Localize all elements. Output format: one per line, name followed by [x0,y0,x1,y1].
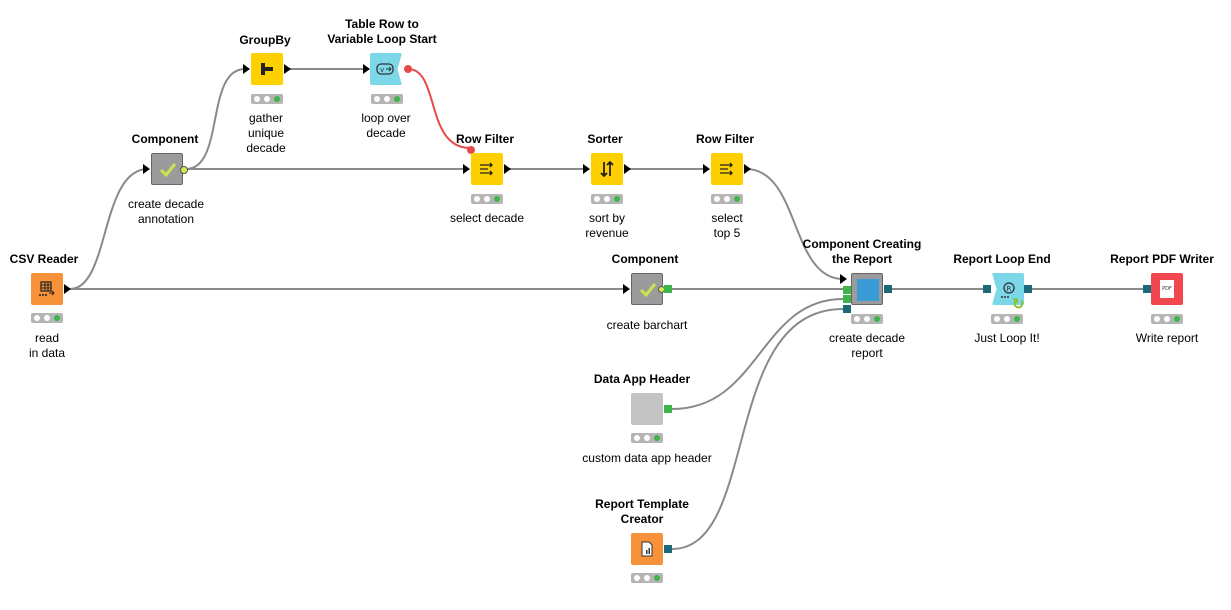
node-title: CSV Reader [9,252,79,266]
node-box[interactable]: R [992,273,1024,305]
input-port-view[interactable] [843,286,851,294]
component-output-port[interactable] [180,166,188,174]
table-icon [31,273,63,305]
connection-rowfilter2-to-report [745,168,844,280]
node-box[interactable] [631,533,663,565]
connection-template-to-report [671,308,844,550]
input-port-report[interactable] [983,285,991,293]
node-description[interactable]: Just Loop It! [974,331,1040,345]
input-port[interactable] [463,164,470,174]
output-port[interactable] [624,164,631,174]
status-traffic-light [991,314,1023,324]
node-title: Sorter [587,132,623,146]
report-template-icon [631,533,663,565]
loop-end-icon: R [992,273,1024,305]
output-port-report[interactable] [664,545,672,553]
connection-csv-to-component [69,168,149,290]
variable-loop-icon: v [370,53,402,85]
node-box[interactable] [631,393,663,425]
node-title: Report Loop End [953,252,1051,266]
node-box[interactable]: v [370,53,402,85]
node-description[interactable]: create barchart [606,318,688,332]
input-port[interactable] [243,64,250,74]
node-box[interactable] [151,153,183,185]
checkmark-icon [632,274,664,306]
node-box[interactable] [31,273,63,305]
loop-indicator-icon: ↻ [1012,295,1025,313]
input-port[interactable] [583,164,590,174]
status-traffic-light [631,573,663,583]
output-port[interactable] [284,64,291,74]
input-port[interactable] [623,284,630,294]
sort-icon [591,153,623,185]
node-description[interactable]: custom data app header [582,451,712,465]
flow-variable-in-port [467,146,475,154]
input-port-report[interactable] [843,305,851,313]
status-traffic-light [631,433,663,443]
status-traffic-light [371,94,403,104]
input-port-table[interactable] [840,274,847,284]
node-title: Data App Header [593,372,691,386]
flow-variable-connection [407,68,471,149]
filter-icon [711,153,743,185]
node-box[interactable] [471,153,503,185]
input-port-view[interactable] [843,295,851,303]
output-port[interactable] [504,164,511,174]
output-port-report[interactable] [1024,285,1032,293]
node-title: Component [611,252,679,266]
status-traffic-light [591,194,623,204]
svg-text:v: v [380,66,384,74]
node-title: Report PDF Writer [1110,252,1214,266]
pdf-icon: PDF [1151,273,1183,305]
connection-header-to-report [671,298,844,410]
checkmark-icon [152,154,184,186]
node-box[interactable] [851,273,883,305]
node-box[interactable] [631,273,663,305]
status-traffic-light [471,194,503,204]
groupby-icon [251,53,283,85]
node-title: Row Filter [695,132,755,146]
node-description[interactable]: select decade [449,211,525,225]
input-port[interactable] [703,164,710,174]
component-icon [852,274,884,306]
status-traffic-light [31,313,63,323]
node-box[interactable]: PDF [1151,273,1183,305]
input-port-report[interactable] [1143,285,1151,293]
output-port[interactable] [744,164,751,174]
node-title: GroupBy [239,33,291,47]
node-box[interactable] [711,153,743,185]
output-port-view[interactable] [664,285,672,293]
pdf-icon-label: PDF [1160,280,1174,298]
status-traffic-light [851,314,883,324]
node-box[interactable] [591,153,623,185]
status-traffic-light [1151,314,1183,324]
input-port[interactable] [143,164,150,174]
status-traffic-light [251,94,283,104]
connection-component-to-groupby [185,68,246,170]
output-port[interactable] [64,284,71,294]
output-port-view[interactable] [664,405,672,413]
status-traffic-light [711,194,743,204]
flow-variable-out-port [404,65,412,73]
node-title: Row Filter [455,132,515,146]
node-title: Component [131,132,199,146]
node-box[interactable] [251,53,283,85]
node-description[interactable]: Write report [1135,331,1199,345]
input-port[interactable] [363,64,370,74]
output-port-report[interactable] [884,285,892,293]
filter-icon [471,153,503,185]
svg-text:R: R [1007,285,1012,293]
